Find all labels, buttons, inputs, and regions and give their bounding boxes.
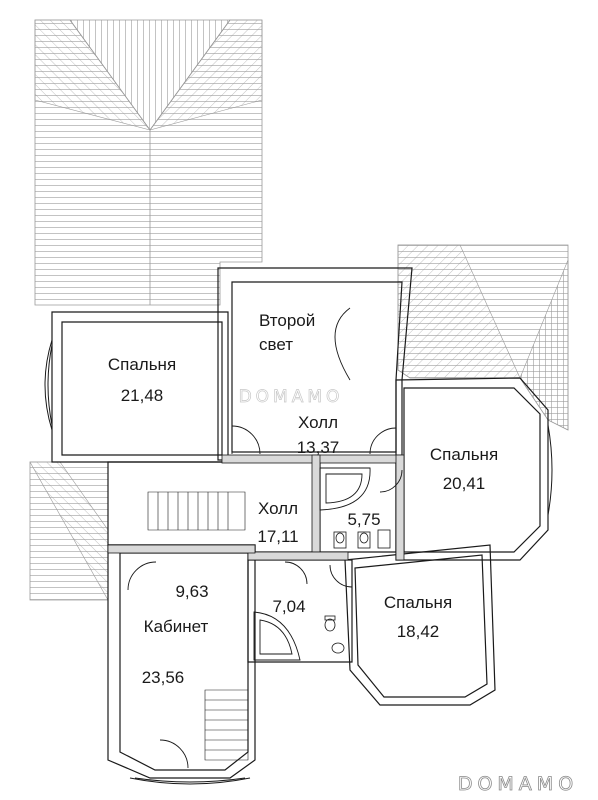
bay-windows [44,339,553,785]
bedroom-2-name: Спальня [430,445,498,464]
roof-top-left [34,19,263,306]
toilets-sinks [324,529,391,654]
bedroom-3-name: Спальня [384,593,452,612]
room-963-area: 9,63 [175,582,208,601]
stairs [147,491,249,761]
bedroom-3-area: 18,42 [397,622,440,641]
hall-1-area: 13,37 [297,438,340,457]
hall-2-name: Холл [258,499,298,518]
second-light-line1: Второй [259,311,315,330]
wall-strips [107,454,405,561]
bathtub-2 [253,611,301,661]
hall-2-area: 17,11 [257,527,298,546]
bath-2-area: 7,04 [272,597,305,616]
watermark-corner: DOMAMO [458,773,578,795]
office-area: 23,56 [142,668,185,687]
second-light-line2: свет [259,335,293,354]
door-swings [127,307,403,769]
bathtub-1 [319,467,371,511]
bedroom-1-name: Спальня [108,355,176,374]
bedroom-2-area: 20,41 [443,474,486,493]
office-name: Кабинет [144,617,209,636]
roof-left-lower [29,461,109,602]
roof-right [397,244,569,431]
watermark-center: DOMAMO [239,387,344,407]
hall-1-name: Холл [298,413,338,432]
room-labels: Спальня 21,48 Второй свет Холл 13,37 Спа… [108,311,498,687]
bath-1-area: 5,75 [347,510,380,529]
bedroom-1-area: 21,48 [121,386,164,405]
